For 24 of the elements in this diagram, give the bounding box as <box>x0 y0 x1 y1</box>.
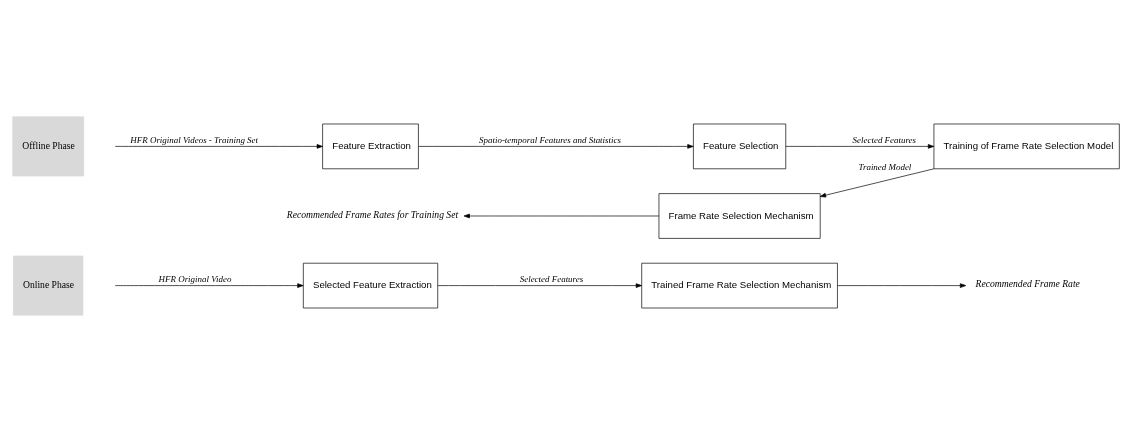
node-box: Feature Selection <box>693 123 787 170</box>
node-box: Online Phase <box>13 255 84 316</box>
node-box: Selected Feature Extraction <box>302 262 439 309</box>
node-box: Trained Frame Rate Selection Mechanism <box>641 262 838 309</box>
edge-label: HFR Original Videos - Training Set <box>130 135 259 146</box>
node-box: Offline Phase <box>12 116 84 177</box>
arrow <box>114 144 323 149</box>
node-text: Recommended Frame Rate <box>975 278 1080 290</box>
node-box: Training of Frame Rate Selection Model <box>933 123 1120 170</box>
edge-label: Spatio-temporal Features and Statistics <box>479 135 621 146</box>
node-text: Recommended Frame Rates for Training Set <box>286 208 459 220</box>
edge-label: Selected Features <box>519 274 584 285</box>
arrow <box>819 168 935 198</box>
edge-label: HFR Original Video <box>158 274 232 285</box>
arrow <box>114 283 304 288</box>
arrow <box>837 283 967 288</box>
node-box: Feature Extraction <box>322 123 419 170</box>
arrow <box>785 144 935 149</box>
arrow <box>463 213 660 219</box>
arrow <box>418 144 694 149</box>
node-box: Frame Rate Selection Mechanism <box>658 193 821 239</box>
arrow <box>437 283 642 288</box>
edge-label: Trained Model <box>858 162 912 173</box>
edge-label: Selected Features <box>852 135 917 146</box>
